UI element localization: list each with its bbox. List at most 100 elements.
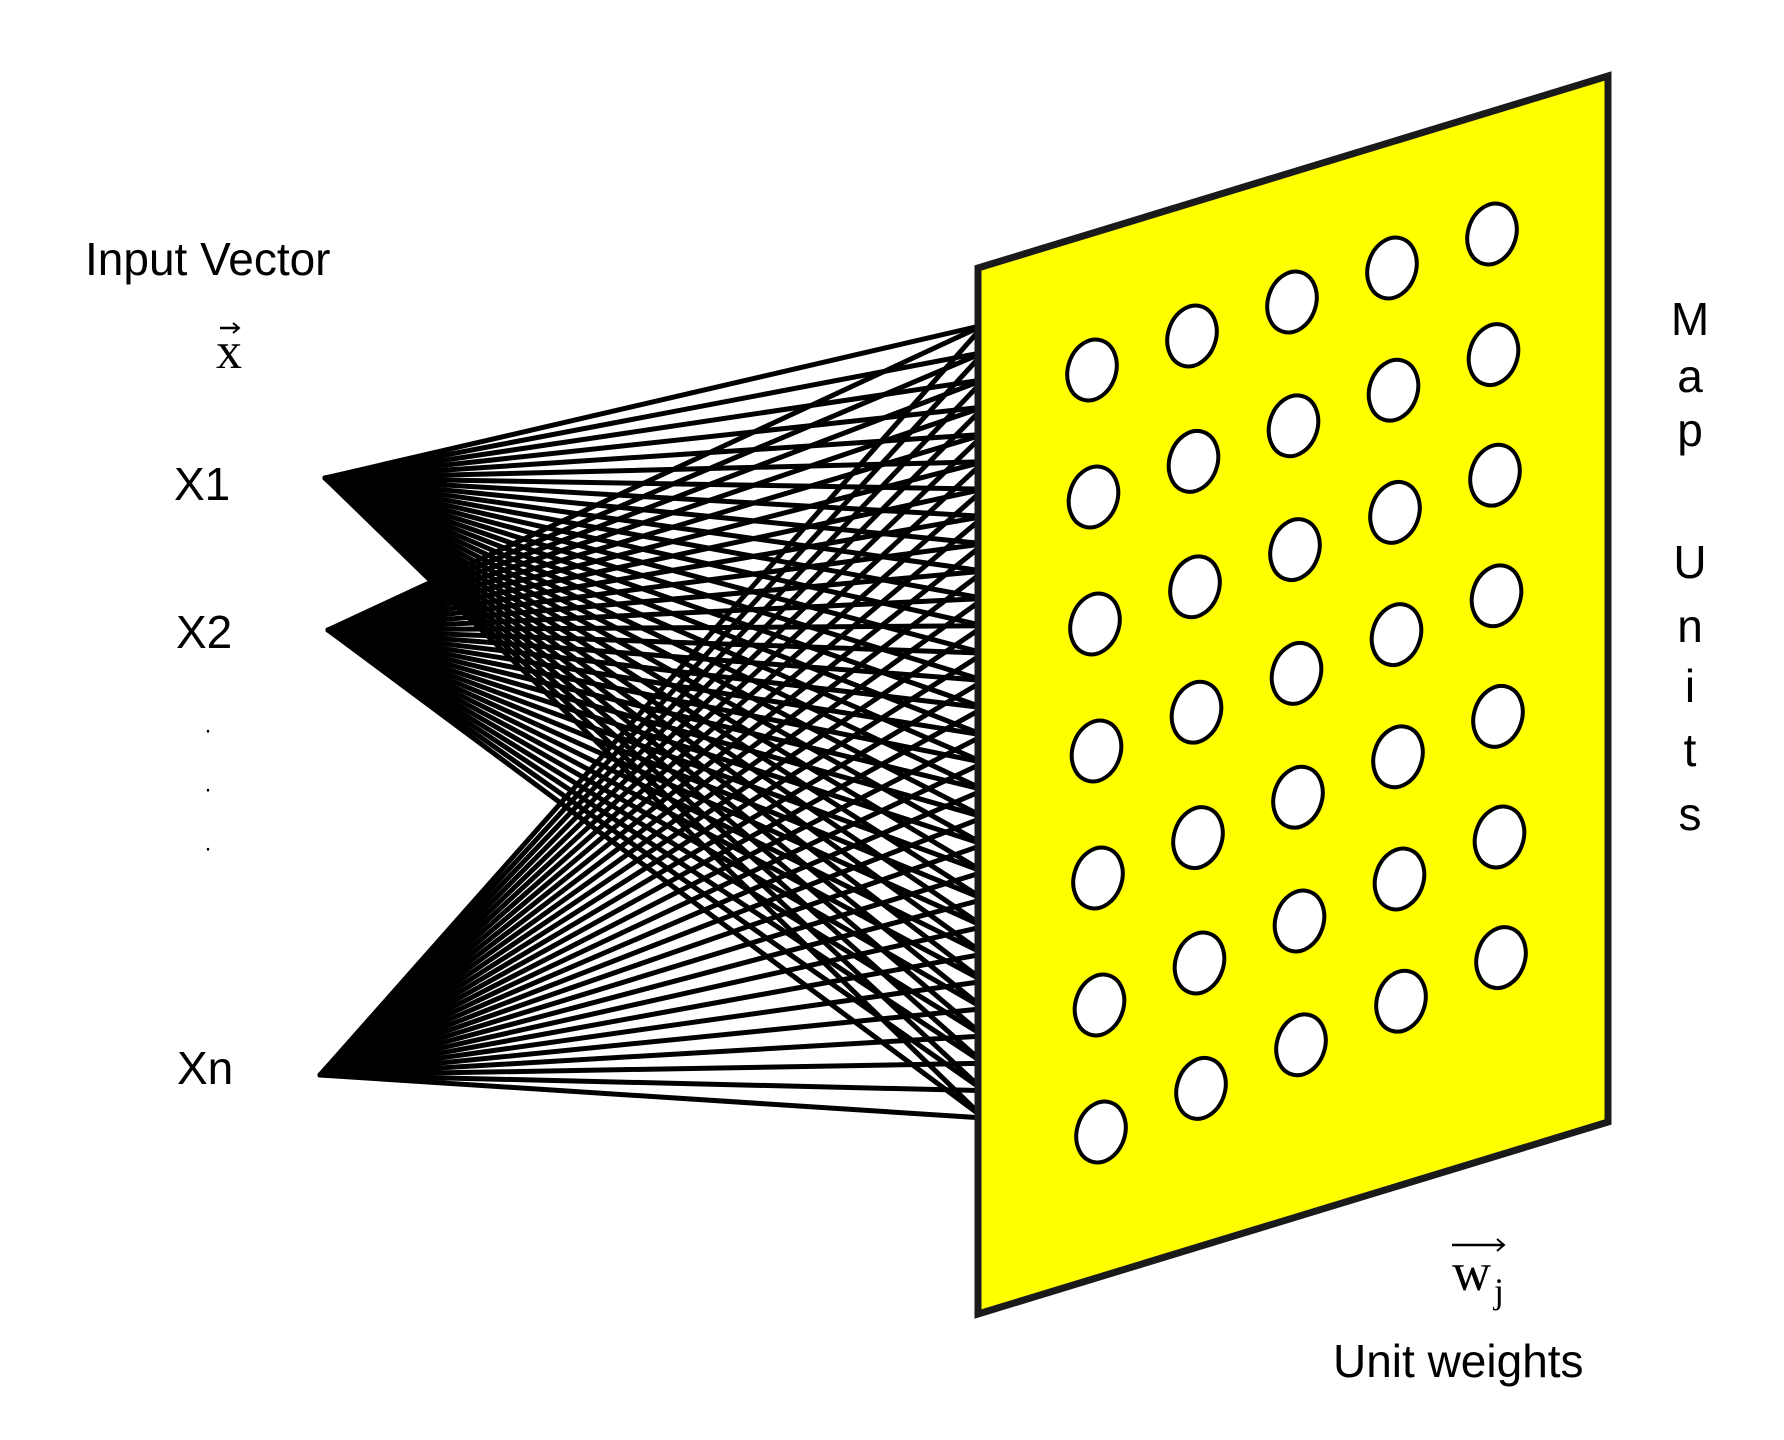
- connection-line: [325, 349, 987, 633]
- connection-line: [317, 1006, 987, 1078]
- w-vector-symbol: w j: [1452, 1238, 1506, 1311]
- map-unit-node: [1168, 554, 1222, 620]
- map-unit-node: [1469, 563, 1524, 629]
- map-unit-node: [1365, 235, 1419, 301]
- connection-line: [325, 322, 987, 633]
- map-unit-node: [1069, 718, 1124, 784]
- ellipsis-dot: ·: [204, 776, 212, 803]
- connection-line: [317, 650, 987, 1078]
- connection-line: [317, 404, 987, 1078]
- connection-line: [322, 475, 987, 519]
- map-unit-node: [1172, 930, 1227, 996]
- map-unit-node: [1065, 337, 1119, 403]
- map-unit-node: [1169, 679, 1224, 745]
- input-vector-title: Input Vector: [85, 233, 331, 285]
- map-unit-grid: [1065, 201, 1528, 1165]
- input-label-x1: X1: [174, 458, 230, 510]
- connection-line: [317, 431, 987, 1078]
- connection-line: [317, 896, 987, 1078]
- map-unit-node: [1166, 428, 1221, 494]
- map-unit-node: [1072, 972, 1127, 1038]
- connection-line: [317, 1072, 987, 1094]
- connection-line: [325, 623, 987, 633]
- connection-lines: [317, 322, 987, 1121]
- connection-line: [325, 404, 987, 633]
- map-unit-node: [1068, 591, 1122, 657]
- map-units-letter: M: [1671, 293, 1709, 345]
- connection-line: [322, 475, 987, 574]
- connection-line: [317, 513, 987, 1078]
- connection-line: [325, 431, 987, 633]
- map-unit-node: [1266, 393, 1321, 459]
- connection-line: [322, 475, 987, 492]
- map-unit-node: [1174, 1055, 1228, 1121]
- map-unit-node: [1468, 442, 1522, 508]
- unit-weights-label: Unit weights: [1333, 1335, 1584, 1387]
- map-unit-node: [1074, 1099, 1128, 1165]
- connection-line: [317, 1060, 987, 1078]
- map-units-letter: p: [1677, 404, 1703, 456]
- map-unit-node: [1265, 269, 1319, 335]
- map-units-label: M a p U n i t s: [1671, 293, 1709, 840]
- map-unit-node: [1465, 201, 1519, 267]
- map-unit-node: [1472, 804, 1527, 870]
- connection-line: [322, 475, 987, 683]
- connection-line: [325, 595, 987, 633]
- connection-line: [325, 459, 987, 633]
- connection-line: [317, 377, 987, 1078]
- connection-line: [322, 377, 987, 481]
- connection-line: [317, 924, 987, 1078]
- map-units-letter: n: [1677, 600, 1703, 652]
- connection-line: [317, 705, 987, 1078]
- connection-line: [322, 404, 987, 481]
- connection-line: [317, 814, 987, 1078]
- connection-line: [325, 377, 987, 633]
- connection-line: [317, 623, 987, 1078]
- connection-line: [325, 627, 987, 683]
- map-unit-node: [1066, 464, 1121, 530]
- map-units-letter: t: [1684, 724, 1697, 776]
- connection-line: [325, 486, 987, 633]
- connection-line: [322, 459, 987, 481]
- connection-line: [317, 459, 987, 1078]
- connection-line: [317, 1033, 987, 1078]
- map-units-letter: U: [1673, 536, 1706, 588]
- map-unit-node: [1271, 764, 1325, 830]
- connection-line: [325, 627, 987, 711]
- map-unit-node: [1466, 322, 1521, 388]
- input-label-x2: X2: [176, 606, 232, 658]
- connection-line: [317, 978, 987, 1078]
- connection-line: [317, 677, 987, 1078]
- w-symbol: w: [1452, 1242, 1491, 1302]
- connection-line: [325, 541, 987, 633]
- map-unit-node: [1268, 517, 1322, 583]
- map-unit-node: [1374, 968, 1428, 1034]
- w-subscript: j: [1492, 1271, 1504, 1311]
- connection-line: [317, 951, 987, 1078]
- connection-line: [317, 568, 987, 1078]
- ellipsis-dot: ·: [204, 717, 212, 744]
- connection-line: [317, 595, 987, 1078]
- connection-line: [317, 760, 987, 1078]
- x-vector-symbol: x: [216, 322, 242, 380]
- map-units-letter: s: [1679, 788, 1702, 840]
- connection-line: [322, 475, 987, 547]
- connection-line: [322, 349, 987, 481]
- map-unit-node: [1368, 479, 1422, 545]
- map-units-letter: a: [1677, 350, 1703, 402]
- connection-line: [317, 486, 987, 1078]
- map-unit-node: [1471, 683, 1525, 749]
- input-ellipsis: · · ·: [204, 717, 212, 862]
- connection-line: [322, 475, 987, 711]
- map-unit-node: [1071, 845, 1125, 911]
- map-unit-node: [1372, 846, 1427, 912]
- connection-line: [317, 349, 987, 1078]
- connection-line: [317, 869, 987, 1078]
- map-unit-node: [1171, 805, 1225, 871]
- connection-line: [322, 431, 987, 481]
- map-unit-node: [1165, 303, 1219, 369]
- x-symbol: x: [216, 323, 242, 380]
- map-unit-node: [1366, 357, 1421, 423]
- connection-line: [325, 627, 987, 656]
